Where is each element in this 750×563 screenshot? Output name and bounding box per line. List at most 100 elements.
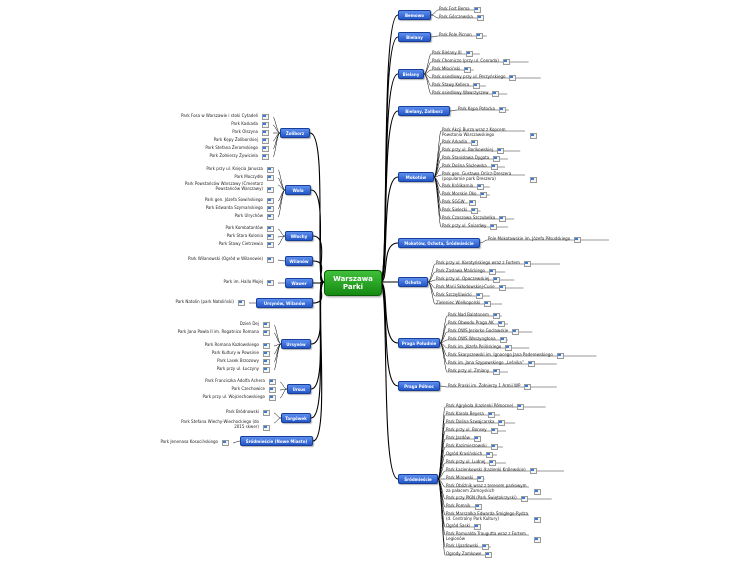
- note-icon[interactable]: [490, 443, 498, 450]
- park-item[interactable]: Park przy PKiN (Park Świętokrzyski): [446, 495, 528, 502]
- park-item[interactable]: Park OWS Jeziorko Gocławskie: [448, 328, 520, 335]
- note-icon[interactable]: [473, 435, 481, 442]
- note-icon[interactable]: [496, 147, 504, 154]
- note-icon[interactable]: [222, 439, 229, 446]
- park-item[interactable]: Park Kępy Żoliborskiej: [214, 137, 272, 144]
- category-node-left-2[interactable]: Włochy: [285, 231, 313, 241]
- park-item[interactable]: Park im. Jana Szypowskiego „Leśnika”: [448, 360, 535, 367]
- note-icon[interactable]: [262, 145, 269, 152]
- note-icon[interactable]: [492, 90, 500, 97]
- note-icon[interactable]: [477, 475, 485, 482]
- note-icon[interactable]: [480, 191, 488, 198]
- park-item[interactable]: Park Żołnierzy Żywiciela: [209, 153, 272, 160]
- park-item[interactable]: Park Dolina Służewska: [442, 163, 498, 170]
- park-item[interactable]: Park Olszyna: [232, 129, 272, 136]
- park-item[interactable]: Park Marii Skłodowskiej-Curie: [436, 284, 506, 291]
- note-icon[interactable]: [485, 551, 493, 558]
- note-icon[interactable]: [487, 411, 495, 418]
- park-item[interactable]: Park Jenenasa Kosocińskiego: [160, 439, 232, 446]
- park-item[interactable]: Park Wilanowski (Ogród w Wilanowie): [188, 256, 277, 263]
- park-item[interactable]: Park Chomiczo (przy ul. Conrada): [432, 58, 510, 65]
- note-icon[interactable]: [497, 320, 505, 327]
- park-item[interactable]: Park Górczewska: [439, 14, 484, 21]
- category-node-right-2[interactable]: Bielany: [398, 69, 424, 79]
- park-item[interactable]: Park Akcji Burza wraz z Kopcem Powstania…: [442, 127, 537, 139]
- note-icon[interactable]: [499, 336, 507, 343]
- note-icon[interactable]: [509, 74, 517, 81]
- note-icon[interactable]: [267, 241, 274, 248]
- note-icon[interactable]: [505, 344, 513, 351]
- category-node-left-6[interactable]: Ursynów: [281, 339, 311, 349]
- park-item[interactable]: Park OWS Waszyngtona: [448, 336, 507, 343]
- park-item[interactable]: Park Obwodu Praga AK: [448, 320, 505, 327]
- category-node-left-9[interactable]: Śródmieście (Nowe Miasto): [240, 436, 313, 446]
- park-item[interactable]: Park Jazdów: [446, 435, 481, 442]
- park-item[interactable]: Park Czaszowa Szczubelka: [442, 215, 507, 222]
- category-node-right-0[interactable]: Bemowo: [398, 10, 431, 20]
- note-icon[interactable]: [482, 543, 490, 550]
- park-item[interactable]: Park Stanisława Dygata: [442, 155, 501, 162]
- note-icon[interactable]: [530, 132, 537, 139]
- note-icon[interactable]: [498, 284, 506, 291]
- park-item[interactable]: Dzień Dej: [240, 321, 273, 328]
- note-icon[interactable]: [267, 166, 274, 173]
- park-item[interactable]: Park SGGW: [442, 199, 476, 206]
- note-icon[interactable]: [476, 14, 484, 21]
- note-icon[interactable]: [263, 350, 270, 357]
- park-item[interactable]: Park Stara Kolonia: [227, 233, 277, 240]
- note-icon[interactable]: [502, 58, 510, 65]
- note-icon[interactable]: [263, 366, 270, 373]
- park-item[interactable]: Park gen. Gustawa Orlicz-Dreszera (popul…: [442, 171, 537, 183]
- park-item[interactable]: Park Romana Kozłowskiego: [205, 342, 273, 349]
- park-item[interactable]: Park Nad Balatonem: [448, 312, 500, 319]
- category-node-right-3[interactable]: Bielany, Żoliborz: [398, 106, 450, 116]
- park-item[interactable]: Park przy ul. Łuczyny: [217, 366, 273, 373]
- note-icon[interactable]: [267, 174, 274, 181]
- category-node-left-8[interactable]: Targówek: [281, 413, 311, 423]
- park-item[interactable]: Park Czechowice: [232, 386, 280, 393]
- category-node-right-9[interactable]: Śródmieście: [398, 474, 438, 484]
- category-node-left-1[interactable]: Wola: [285, 185, 311, 195]
- note-icon[interactable]: [269, 394, 276, 401]
- park-item[interactable]: Park Skaryszewski im. Ignacego Jana Pade…: [448, 352, 564, 359]
- park-item[interactable]: Park przy ul. Ludnej: [446, 459, 497, 466]
- park-item[interactable]: Park Łazienkowski (Łazienki Królewskie): [446, 467, 537, 474]
- park-item[interactable]: Park Natolin (park Natoliński): [176, 299, 248, 306]
- park-item[interactable]: Park Morskie Oko: [442, 191, 488, 198]
- park-item[interactable]: Park przy ul. Bonsey: [446, 427, 498, 434]
- note-icon[interactable]: [499, 215, 507, 222]
- park-item[interactable]: Park Stefana Wiechy-Wiechockiego (do 201…: [175, 419, 273, 431]
- park-item[interactable]: Park im. Józefa Polińskiego: [448, 344, 513, 351]
- note-icon[interactable]: [512, 328, 520, 335]
- category-node-left-4[interactable]: Wawer: [285, 278, 313, 288]
- park-item[interactable]: Park Młociński: [432, 66, 472, 73]
- note-icon[interactable]: [238, 299, 245, 306]
- park-item[interactable]: Park Karola Beyera: [446, 411, 495, 418]
- park-item[interactable]: Park Jana Pawła II im. Rogatnico Romana: [175, 329, 273, 336]
- note-icon[interactable]: [267, 186, 274, 193]
- park-item[interactable]: Ogród Saski: [446, 523, 482, 530]
- note-icon[interactable]: [269, 386, 276, 393]
- note-icon[interactable]: [493, 276, 501, 283]
- note-icon[interactable]: [263, 409, 270, 416]
- park-item[interactable]: Park Fort Bema: [439, 6, 481, 13]
- category-node-right-1[interactable]: Bielany: [398, 32, 431, 42]
- category-node-right-8[interactable]: Praga Północ: [398, 381, 440, 391]
- note-icon[interactable]: [474, 523, 482, 530]
- note-icon[interactable]: [490, 223, 498, 230]
- note-icon[interactable]: [484, 300, 492, 307]
- park-item[interactable]: Park Fosa w Warszawie i stoki Cytadeli: [181, 113, 272, 120]
- note-icon[interactable]: [474, 503, 482, 510]
- category-node-right-6[interactable]: Ochota: [398, 277, 428, 287]
- park-item[interactable]: Park Szczęśliwicki: [436, 292, 483, 299]
- note-icon[interactable]: [262, 121, 269, 128]
- note-icon[interactable]: [473, 82, 481, 89]
- park-item[interactable]: Ogród Krasińskich: [446, 451, 494, 458]
- park-item[interactable]: Park przy ul. Wojciechowskiego: [203, 394, 280, 401]
- park-item[interactable]: Park Stefana Żeromskiego: [205, 145, 272, 152]
- note-icon[interactable]: [524, 383, 532, 390]
- category-node-left-3[interactable]: Wilanów: [285, 256, 313, 266]
- category-node-right-7[interactable]: Praga Południe: [398, 338, 440, 348]
- category-node-right-5[interactable]: Mokotów, Ochota, Śródmieście: [398, 238, 480, 248]
- park-item[interactable]: Park Królikarnia: [442, 183, 485, 190]
